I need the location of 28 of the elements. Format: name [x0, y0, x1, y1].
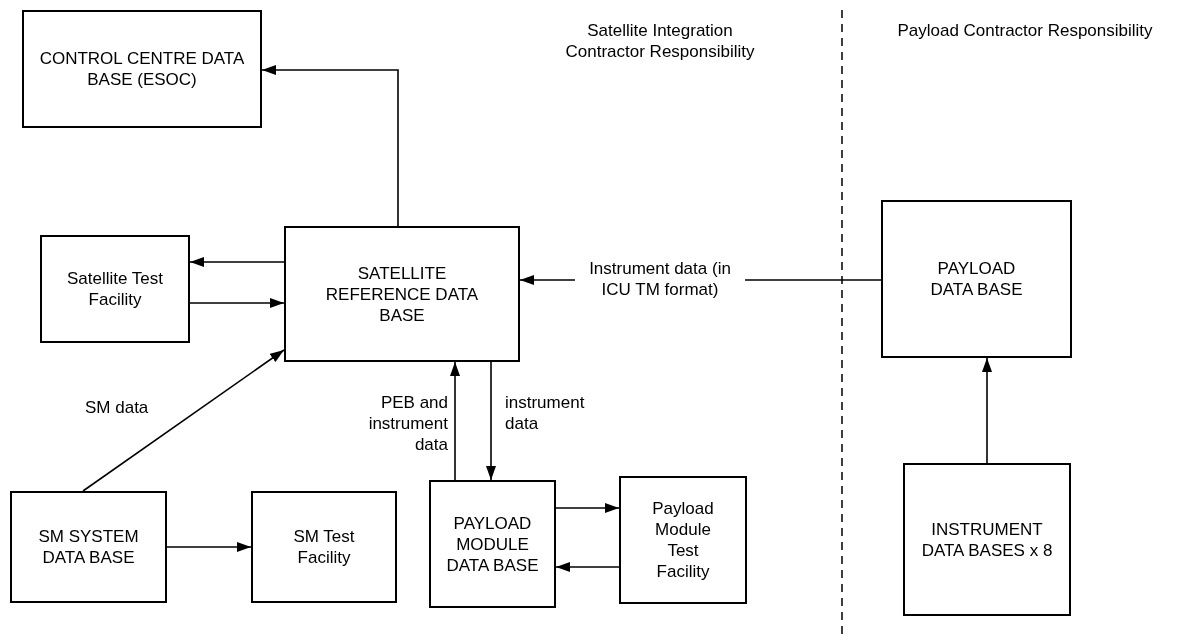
process-box	[881, 200, 1072, 358]
arrow	[82, 349, 285, 492]
process-box	[22, 10, 262, 128]
process-box	[903, 463, 1071, 616]
box-label: Payload Module Test Facility	[651, 498, 715, 582]
arrow	[450, 361, 460, 481]
process-box	[40, 235, 190, 343]
arrow	[261, 65, 399, 227]
box-label: SM SYSTEM DATA BASE	[37, 526, 140, 568]
arrow	[189, 298, 285, 308]
arrow	[166, 542, 252, 552]
process-box	[429, 480, 556, 608]
arrow	[189, 257, 285, 267]
arrow	[486, 361, 496, 481]
box-label: CONTROL CENTRE DATA BASE (ESOC)	[38, 48, 246, 90]
arrow	[555, 562, 620, 572]
process-box	[251, 491, 397, 603]
box-label: SATELLITE REFERENCE DATA BASE	[324, 262, 480, 326]
box-label: PAYLOAD DATA BASE	[929, 258, 1024, 300]
box-label: SM Test Facility	[292, 526, 356, 568]
process-box	[619, 476, 747, 604]
process-box	[284, 226, 520, 362]
box-label: INSTRUMENT DATA BASES x 8	[920, 518, 1054, 561]
arrow	[982, 357, 992, 464]
box-label: PAYLOAD MODULE DATA BASE	[445, 512, 540, 576]
box-label: Satellite Test Facility	[65, 268, 165, 310]
process-box	[10, 491, 167, 603]
arrow	[555, 503, 620, 513]
